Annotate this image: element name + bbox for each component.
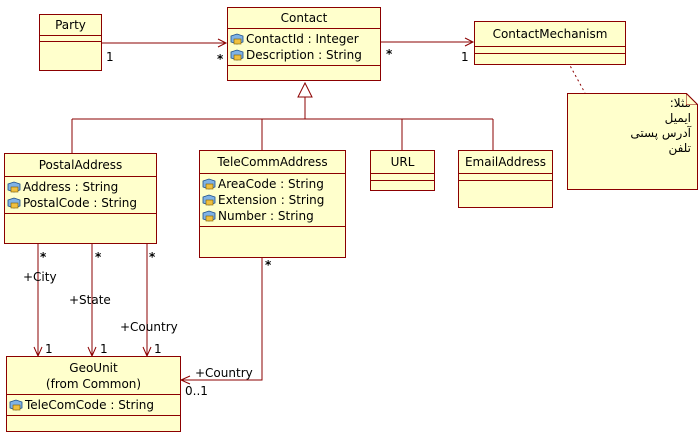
multiplicity-party-contact-src: 1 — [106, 50, 114, 64]
role-country: +Country — [120, 320, 178, 334]
note-line-3: تلفن — [668, 141, 691, 155]
note-line-2: آدرس پستی — [630, 126, 691, 140]
attr-postal-code-text: PostalCode : String — [23, 196, 137, 210]
class-geo-unit[interactable]: GeoUnit (from Common) TeleComCode : Stri… — [6, 356, 181, 432]
multiplicity-tele-dst: 0..1 — [185, 384, 208, 398]
multiplicity-state-src: * — [95, 250, 102, 264]
multiplicity-city-dst: 1 — [45, 342, 53, 356]
class-url[interactable]: URL — [370, 150, 435, 191]
class-postal-address[interactable]: PostalAddress Address : String PostalCod… — [4, 153, 157, 244]
attr-telecom-code-text: TeleComCode : String — [25, 398, 155, 412]
class-party[interactable]: Party — [39, 14, 102, 71]
class-url-name: URL — [371, 151, 434, 174]
association-contact-mechanism-arrowhead — [464, 37, 475, 47]
multiplicity-country-dst: 1 — [154, 342, 162, 356]
attr-area-code: AreaCode : String — [202, 176, 345, 192]
multiplicity-state-dst: 1 — [100, 342, 108, 356]
class-contact-mechanism[interactable]: ContactMechanism — [474, 21, 626, 65]
protected-attribute-icon — [202, 194, 216, 206]
attr-contact-description: Description : String — [230, 47, 380, 63]
multiplicity-contact-mech-src: * — [386, 47, 393, 61]
attr-number-text: Number : String — [218, 209, 314, 223]
attr-contact-description-text: Description : String — [246, 48, 362, 62]
attr-number: Number : String — [202, 208, 345, 224]
class-postal-address-name: PostalAddress — [5, 154, 156, 177]
multiplicity-party-contact-dst: * — [217, 52, 224, 66]
class-contact[interactable]: Contact ContactId : Integer Description … — [227, 7, 381, 81]
multiplicity-country-src: * — [149, 250, 156, 264]
attr-postal-code: PostalCode : String — [7, 195, 156, 211]
protected-attribute-icon — [7, 181, 21, 193]
class-email-address-attrs — [459, 174, 552, 181]
attr-postal-address-text: Address : String — [23, 180, 119, 194]
role-tele-country: +Country — [195, 366, 253, 380]
class-geo-unit-name: GeoUnit — [69, 361, 118, 375]
role-city: +City — [23, 270, 57, 284]
class-postal-address-attrs: Address : String PostalCode : String — [5, 177, 156, 214]
class-url-attrs — [371, 174, 434, 181]
multiplicity-contact-mech-dst: 1 — [461, 50, 469, 64]
class-contact-name: Contact — [228, 8, 380, 29]
class-telecomm-address-name: TeleCommAddress — [200, 151, 345, 174]
class-telecomm-address-attrs: AreaCode : String Extension : String Num… — [200, 174, 345, 227]
attr-area-code-text: AreaCode : String — [218, 177, 324, 191]
generalization-triangle — [297, 81, 313, 98]
class-email-address[interactable]: EmailAddress — [458, 150, 553, 208]
class-email-address-name: EmailAddress — [459, 151, 552, 174]
protected-attribute-icon — [230, 49, 244, 61]
class-contact-attrs: ContactId : Integer Description : String — [228, 29, 380, 66]
attr-extension-text: Extension : String — [218, 193, 325, 207]
protected-attribute-icon — [230, 33, 244, 45]
multiplicity-tele-src: * — [265, 258, 272, 272]
class-party-attrs — [40, 36, 101, 42]
class-party-name: Party — [40, 15, 101, 36]
association-telecomm-country — [181, 258, 263, 381]
attr-telecom-code: TeleComCode : String — [9, 397, 180, 413]
attr-contact-id-text: ContactId : Integer — [246, 32, 359, 46]
class-contact-mechanism-attrs — [475, 47, 625, 54]
note-anchor-line — [567, 61, 586, 94]
note-line-0: مثلا: — [669, 96, 691, 110]
class-contact-mechanism-name: ContactMechanism — [475, 22, 625, 47]
attr-extension: Extension : String — [202, 192, 345, 208]
association-telecomm-country-arrowhead — [179, 375, 191, 385]
role-state: +State — [69, 293, 111, 307]
attr-contact-id: ContactId : Integer — [230, 31, 380, 47]
note-line-1: ایمیل — [664, 111, 691, 125]
note-box[interactable]: مثلا: ایمیل آدرس پستی تلفن — [567, 93, 698, 190]
attr-postal-address: Address : String — [7, 179, 156, 195]
class-geo-unit-name-block: GeoUnit (from Common) — [7, 357, 180, 395]
protected-attribute-icon — [202, 210, 216, 222]
association-party-contact-arrowhead — [217, 38, 228, 48]
protected-attribute-icon — [7, 197, 21, 209]
class-telecomm-address[interactable]: TeleCommAddress AreaCode : String Extens… — [199, 150, 346, 258]
multiplicity-city-src: * — [40, 250, 47, 264]
class-geo-unit-attrs: TeleComCode : String — [7, 395, 180, 416]
protected-attribute-icon — [9, 399, 23, 411]
note-fold-icon — [686, 93, 698, 105]
class-geo-unit-subtitle: (from Common) — [45, 377, 142, 391]
protected-attribute-icon — [202, 178, 216, 190]
